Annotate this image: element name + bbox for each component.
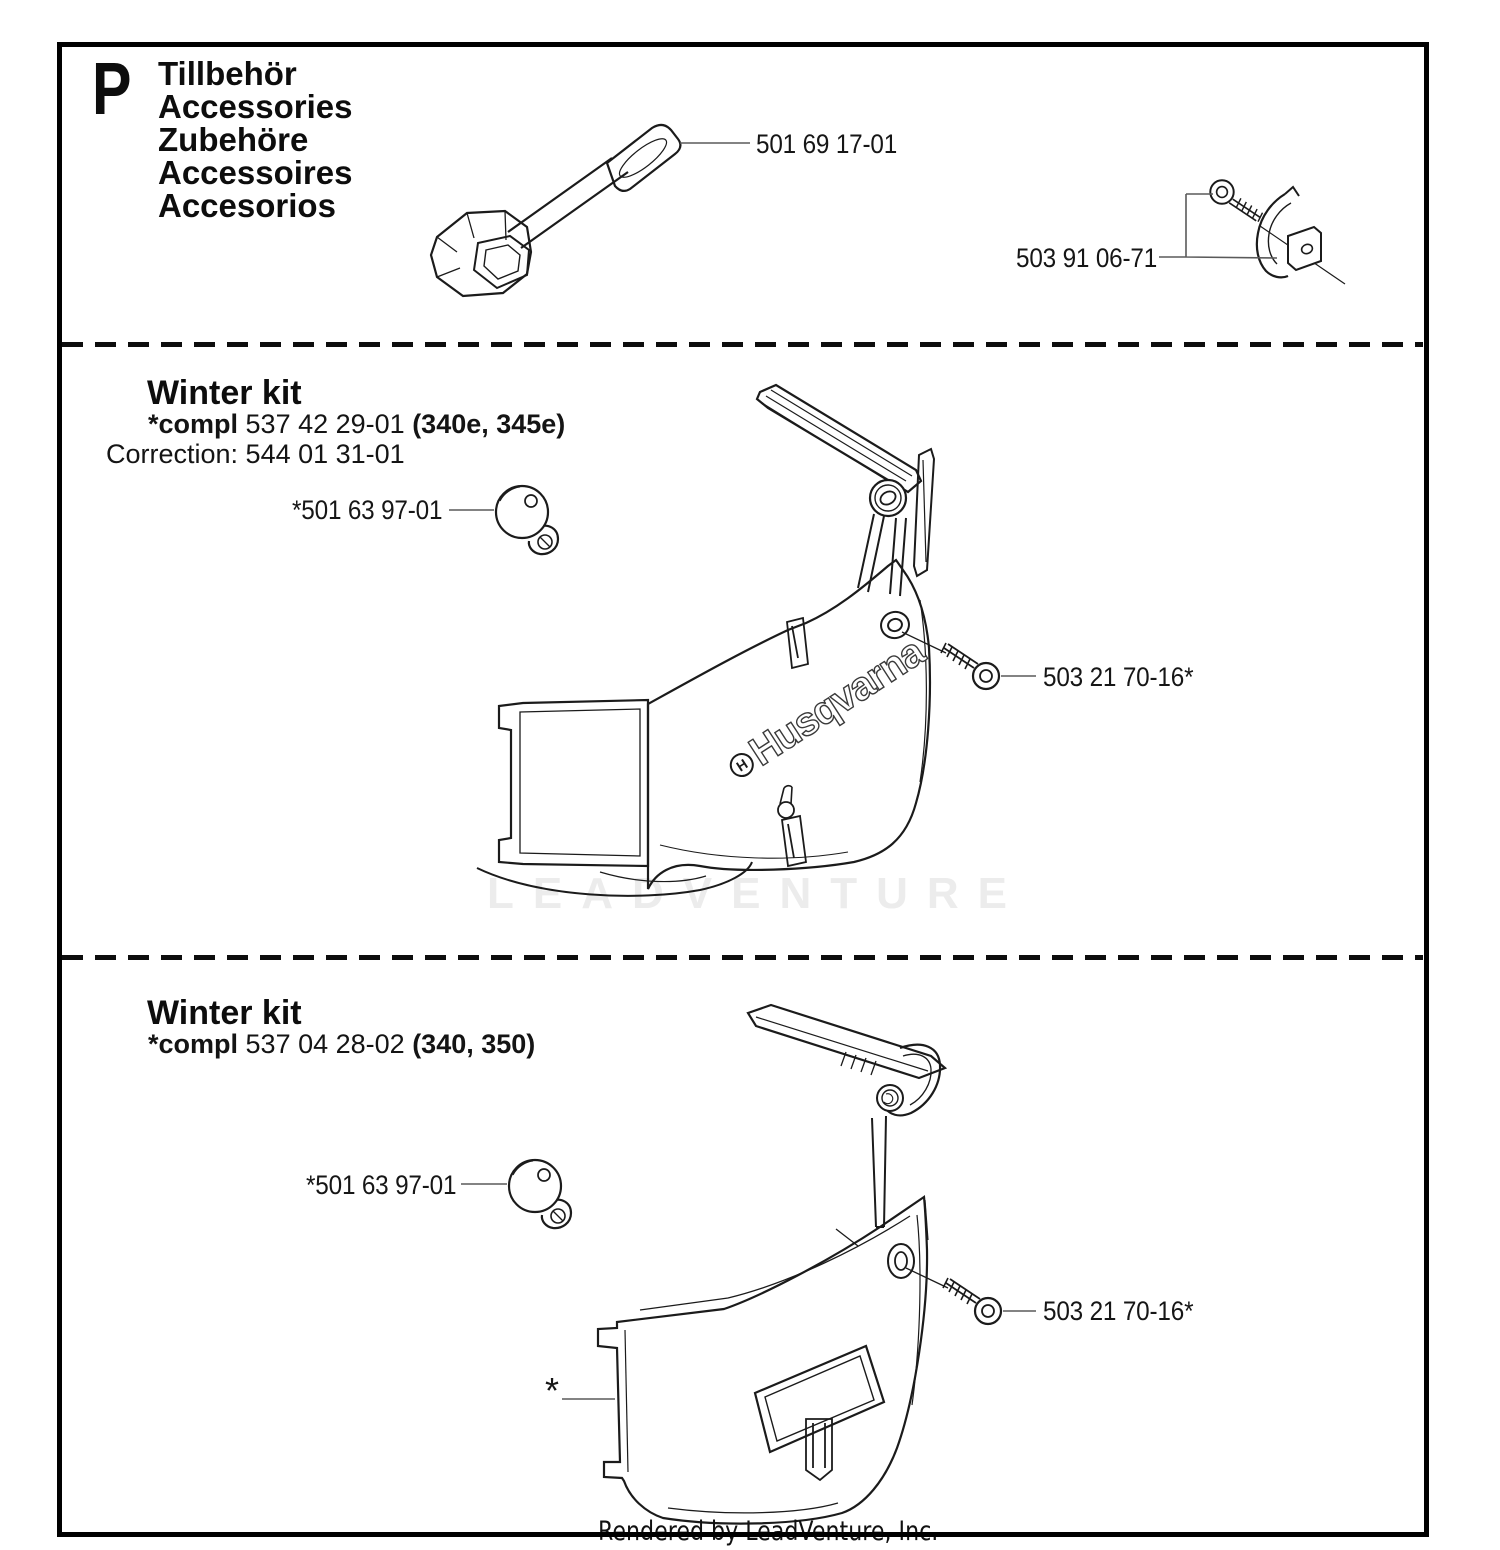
winter-kit-1-compl: *compl 537 42 29-01 (340e, 345e) — [148, 409, 565, 440]
brake-lever-drawing — [746, 1003, 948, 1247]
winter-kit-2-compl: *compl 537 04 28-02 (340, 350) — [148, 1029, 535, 1060]
plug-icon — [494, 484, 560, 556]
title-line-fr: Accessoires — [158, 154, 353, 191]
section-divider-2 — [62, 955, 1423, 960]
compl-models: (340, 350) — [412, 1029, 536, 1059]
title-line-en: Accessories — [158, 88, 353, 125]
part-label-screw-kit2[interactable]: 503 21 70-16* — [1043, 1296, 1194, 1326]
brake-lever-drawing — [755, 383, 936, 597]
husqvarna-crown-icon — [729, 753, 754, 778]
page-title: Tillbehör Accessories Zubehöre Accessoir… — [158, 57, 352, 222]
part-label-bar-wrench[interactable]: 501 69 17-01 — [756, 129, 898, 159]
title-line-de: Zubehöre — [158, 121, 309, 158]
compl-number: 537 42 29-01 — [238, 409, 413, 439]
winter-kit-2-drawing — [461, 1003, 1036, 1525]
part-label-screw-kit1[interactable]: 503 21 70-16* — [1043, 662, 1194, 692]
cover-asterisk-label[interactable]: * — [545, 1370, 560, 1411]
compl-models: (340e, 345e) — [412, 409, 566, 439]
title-line-sv: Tillbehör — [158, 55, 297, 92]
screw-hole — [887, 1243, 915, 1279]
screw-hook-drawing — [1159, 179, 1346, 285]
title-line-es: Accesorios — [158, 187, 336, 224]
screw-icon — [939, 641, 1001, 691]
part-label-hook[interactable]: 503 91 06-71 — [1016, 243, 1158, 273]
part-label-plug-kit2[interactable]: *501 63 97-01 — [306, 1170, 457, 1200]
screw-icon — [941, 1276, 1003, 1326]
winter-kit-1-correction: Correction: 544 01 31-01 — [106, 439, 405, 469]
part-label-plug-kit1[interactable]: *501 63 97-01 — [292, 495, 443, 525]
clutch-cover-drawing: H Husqvarna — [476, 558, 934, 897]
compl-label: *compl — [148, 1029, 239, 1059]
compl-number: 537 04 28-02 — [238, 1029, 413, 1059]
compl-label: *compl — [148, 409, 239, 439]
clutch-cover-drawing — [596, 1195, 929, 1525]
page-section-letter: P — [92, 47, 132, 130]
footer-credit: Rendered by LeadVenture, Inc. — [598, 1516, 939, 1547]
winter-kit-1-heading: Winter kit — [147, 374, 302, 412]
bar-wrench-drawing — [429, 123, 750, 298]
cover-logo-text: Husqvarna — [742, 629, 933, 775]
winter-kit-2-heading: Winter kit — [147, 994, 302, 1032]
plug-icon — [507, 1158, 573, 1230]
winter-kit-1-drawing: H Husqvarna — [449, 383, 1036, 897]
husqvarna-logo: H Husqvarna — [729, 628, 934, 778]
section-divider-1 — [62, 342, 1423, 347]
screw-icon — [1209, 179, 1264, 223]
